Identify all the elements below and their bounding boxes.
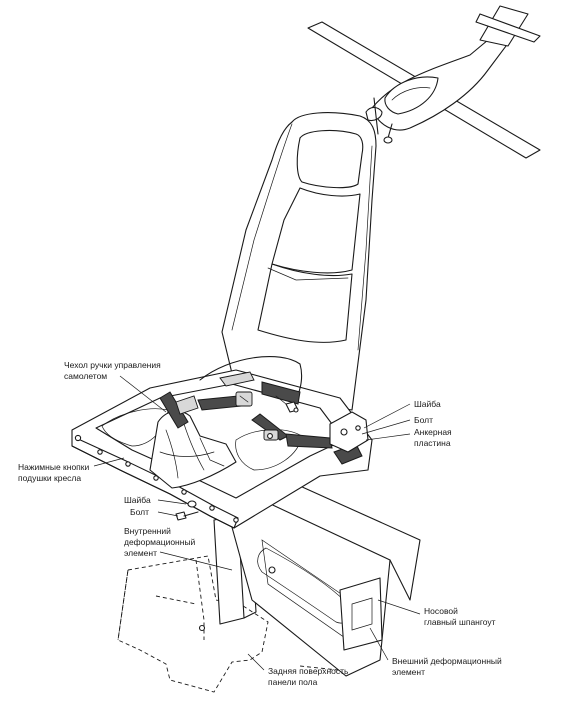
label-inner-element-2: деформационный: [124, 537, 196, 547]
label-nose-frame-2: главный шпангоут: [424, 617, 496, 627]
left-bolt-washer: [175, 500, 199, 521]
seat-back: [221, 112, 377, 411]
aircraft-illustration: [307, 5, 541, 159]
label-bolt-left: Болт: [130, 507, 149, 517]
label-floor-panel-1: Задняя поверхность: [268, 666, 349, 676]
harness-belts: [159, 371, 363, 465]
label-inner-element-3: элемент: [124, 548, 157, 558]
label-washer-left: Шайба: [124, 495, 151, 505]
label-anchor-2: пластина: [414, 438, 451, 448]
label-nose-frame-1: Носовой: [424, 606, 458, 616]
label-stick-boot-2: самолетом: [64, 371, 107, 381]
label-stick-boot-1: Чехол ручки управления: [64, 360, 161, 370]
label-outer-element-2: элемент: [392, 667, 425, 677]
leader-lines: [93, 375, 421, 671]
label-washer-right: Шайба: [414, 399, 441, 409]
label-cushion-buttons-2: подушки кресла: [18, 473, 81, 483]
label-anchor-1: Анкерная: [414, 427, 452, 437]
label-outer-element-1: Внешний деформационный: [392, 656, 502, 666]
label-inner-element-1: Внутренний: [124, 526, 171, 536]
label-cushion-buttons-1: Нажимные кнопки: [18, 462, 89, 472]
anchor-plate: [275, 395, 369, 453]
stick-boot: [149, 410, 237, 489]
labels: Чехол ручки управления самолетом Шайба Б…: [18, 360, 502, 687]
label-bolt-right: Болт: [414, 415, 433, 425]
label-floor-panel-2: панели пола: [268, 677, 318, 687]
